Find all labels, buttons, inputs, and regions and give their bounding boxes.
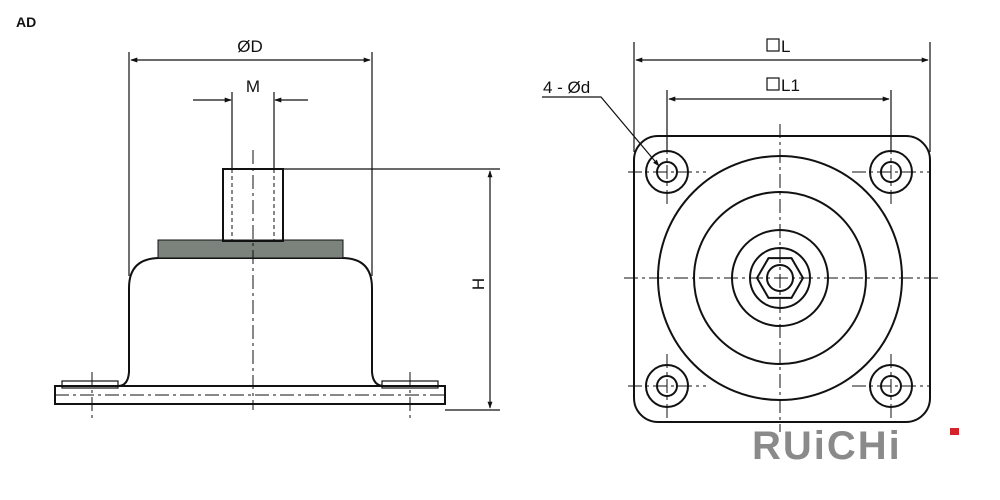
- dim-thread-label: M: [246, 77, 260, 96]
- side-view: ØD M H: [54, 37, 500, 418]
- rubber-body: [117, 257, 385, 387]
- dim-plate-width-label: L: [781, 37, 790, 56]
- dim-outer-diameter-label: ØD: [237, 37, 263, 56]
- square-symbol: [766, 38, 780, 52]
- brand-logo-main: RUiCH: [752, 424, 889, 468]
- left-bolt-head: [61, 380, 119, 389]
- square-symbol: [766, 77, 780, 91]
- square-plate: [633, 135, 931, 423]
- dim-height-label: H: [469, 278, 488, 290]
- dim-holes-label: 4 - Ød: [543, 78, 590, 97]
- brand-logo-end: i: [889, 424, 902, 468]
- brand-logo: RUiCHi: [752, 424, 902, 468]
- model-label: AD: [16, 14, 36, 30]
- top-pad: [157, 239, 344, 259]
- brand-logo-dot: [950, 428, 959, 435]
- top-view: L L1 4 - Ød: [542, 37, 940, 432]
- dim-hole-spacing-label: L1: [781, 76, 800, 95]
- hole-leader-line: [542, 96, 660, 167]
